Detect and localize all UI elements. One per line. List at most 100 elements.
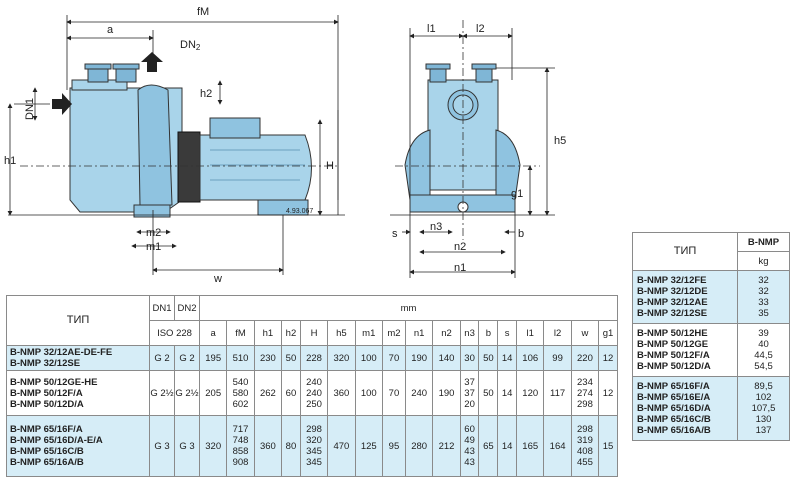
dim-l1: l1 <box>427 23 436 35</box>
pump-technical-drawing: fM a DN2 DN1 h2 h1 H m2 m1 w 4.93.067 <box>4 6 566 285</box>
header-col-H: H <box>299 320 329 346</box>
header-col-w: w <box>570 320 600 346</box>
weight-model-line: B-NMP 65/16E/A <box>637 392 711 403</box>
dim-b: b <box>518 228 524 240</box>
cell-line: 455 <box>577 457 593 468</box>
dim-cell-g1: 12 <box>598 345 618 371</box>
dim-cell-h1: 230 <box>253 345 283 371</box>
weight-model-line: B-NMP 32/12DE <box>637 286 708 297</box>
cell-line: 240 <box>306 376 322 388</box>
cell-line: 298 <box>306 424 322 435</box>
weight-model-line: B-NMP 32/12AE <box>637 297 708 308</box>
cell-line: 250 <box>306 398 322 410</box>
cell-line: 60 <box>464 424 475 435</box>
weight-model-line: B-NMP 50/12D/A <box>637 361 711 372</box>
dim-h5: h5 <box>554 135 566 147</box>
weight-value-line: 32 <box>758 275 769 286</box>
header-col-s: s <box>497 320 518 346</box>
weight-value-line: 39 <box>758 328 769 339</box>
weight-model-line: B-NMP 50/12F/A <box>637 350 710 361</box>
header-col-n3: n3 <box>459 320 480 346</box>
weight-value-line: 102 <box>755 392 772 403</box>
dim-cell-s: 14 <box>497 370 518 416</box>
dim-n2: n2 <box>454 241 466 253</box>
cell-line: 37 <box>464 387 475 399</box>
weight-value-line: 35 <box>758 308 769 319</box>
dn2-cell: G 2½ <box>174 370 200 416</box>
weight-model-line: B-NMP 50/12HE <box>637 328 708 339</box>
dim-h1: h1 <box>4 155 16 167</box>
dimensions-table: ТИП DN1 DN2 mm ISO 228 a fM h1 h2 H h5 m… <box>6 295 618 477</box>
dim-n3: n3 <box>430 221 442 233</box>
dn1-cell: G 2 <box>149 345 175 371</box>
dim-l2: l2 <box>476 23 485 35</box>
dim-cell-l2: 117 <box>543 370 572 416</box>
header-col-b: b <box>478 320 499 346</box>
dim-m1: m1 <box>146 241 161 253</box>
weight-header-col: B-NMP <box>737 232 790 252</box>
cell-line: 228 <box>306 352 322 364</box>
weight-model-line: B-NMP 32/12SE <box>637 308 708 319</box>
cell-line: 717 <box>232 424 249 435</box>
dim-cell-w: 220 <box>570 345 600 371</box>
cell-line: B-NMP 32/12AE-DE-FE <box>10 347 113 358</box>
header-col-l2: l2 <box>543 320 572 346</box>
cell-line: 298 <box>577 398 593 410</box>
dim-h2: h2 <box>200 88 212 100</box>
side-view-dimensions <box>7 15 345 275</box>
cell-line: 602 <box>232 398 249 410</box>
weight-model-line: B-NMP 65/16F/A <box>637 381 710 392</box>
cell-line: B-NMP 50/12D/A <box>10 398 84 410</box>
cell-line: B-NMP 32/12SE <box>10 358 81 369</box>
dim-DN1: DN1 <box>24 98 36 120</box>
header-col-a: a <box>198 320 228 346</box>
cell-line: 319 <box>577 435 593 446</box>
weight-model-line: B-NMP 65/16C/B <box>637 414 711 425</box>
header-col-g1: g1 <box>598 320 618 346</box>
cell-line: 37 <box>464 376 475 388</box>
dim-cell-l1: 165 <box>516 415 545 477</box>
cell-line: 274 <box>577 387 593 399</box>
header-tip: ТИП <box>6 295 150 346</box>
cell-line: B-NMP 65/16F/A <box>10 424 83 435</box>
dim-cell-n1: 240 <box>404 370 434 416</box>
cell-line: B-NMP 65/16A/B <box>10 457 84 468</box>
dim-n1: n1 <box>454 262 466 274</box>
dn1-cell: G 2½ <box>149 370 175 416</box>
cell-line: 858 <box>232 446 249 457</box>
weight-model-line: B-NMP 50/12GE <box>637 339 709 350</box>
weight-value-line: 130 <box>755 414 772 425</box>
dim-cell-h5: 470 <box>327 415 356 477</box>
dn2-cell: G 2 <box>174 345 200 371</box>
cell-line: 240 <box>306 387 322 399</box>
dim-cell-m2: 70 <box>381 345 406 371</box>
dim-cell-h2: 60 <box>281 370 301 416</box>
dim-cell-l1: 106 <box>516 345 545 371</box>
drawing-code: 4.93.067 <box>286 208 313 215</box>
header-col-h2: h2 <box>281 320 301 346</box>
dim-g1: g1 <box>511 188 523 200</box>
dim-a: a <box>107 24 114 36</box>
dim-DN2: DN2 <box>180 39 201 52</box>
header-mm: mm <box>199 295 618 321</box>
header-col-n2: n2 <box>432 320 461 346</box>
dim-cell-a: 205 <box>198 370 228 416</box>
dim-cell-h1: 360 <box>253 415 283 477</box>
dim-m2: m2 <box>146 227 161 239</box>
dim-w: w <box>213 273 222 285</box>
header-col-h5: h5 <box>327 320 356 346</box>
weight-value-line: 137 <box>755 425 772 436</box>
